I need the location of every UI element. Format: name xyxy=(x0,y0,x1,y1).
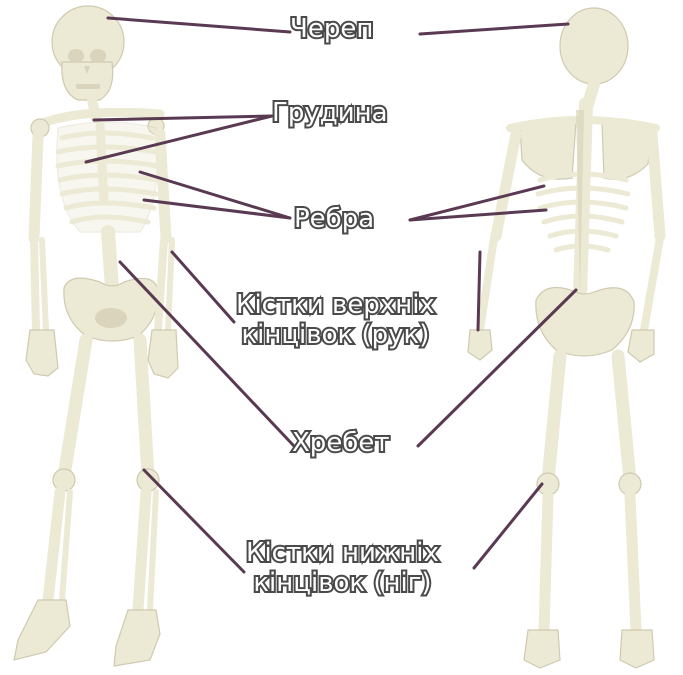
label-upper-limbs-line2: кінцівок (рук) xyxy=(236,320,435,350)
label-lower-limbs: Кістки нижніх кінцівок (ніг) xyxy=(246,538,439,598)
back-skull xyxy=(560,8,628,84)
front-skeleton xyxy=(14,6,178,666)
label-sternum-text: Грудина xyxy=(272,98,388,128)
label-upper-limbs-line1: Кістки верхніх xyxy=(236,290,435,320)
label-spine-text: Хребет xyxy=(292,428,390,458)
label-upper-limbs: Кістки верхніх кінцівок (рук) xyxy=(236,290,435,350)
label-skull: Череп xyxy=(290,14,373,44)
back-skeleton xyxy=(468,8,660,668)
label-ribs-text: Ребра xyxy=(294,204,374,234)
front-ribcage xyxy=(57,122,158,232)
label-skull-text: Череп xyxy=(290,14,373,44)
front-skull xyxy=(52,6,124,100)
label-spine: Хребет xyxy=(292,428,390,458)
label-lower-limbs-line2: кінцівок (ніг) xyxy=(246,568,439,598)
label-ribs: Ребра xyxy=(294,204,374,234)
label-lower-limbs-line1: Кістки нижніх xyxy=(246,538,439,568)
label-sternum: Грудина xyxy=(272,98,388,128)
